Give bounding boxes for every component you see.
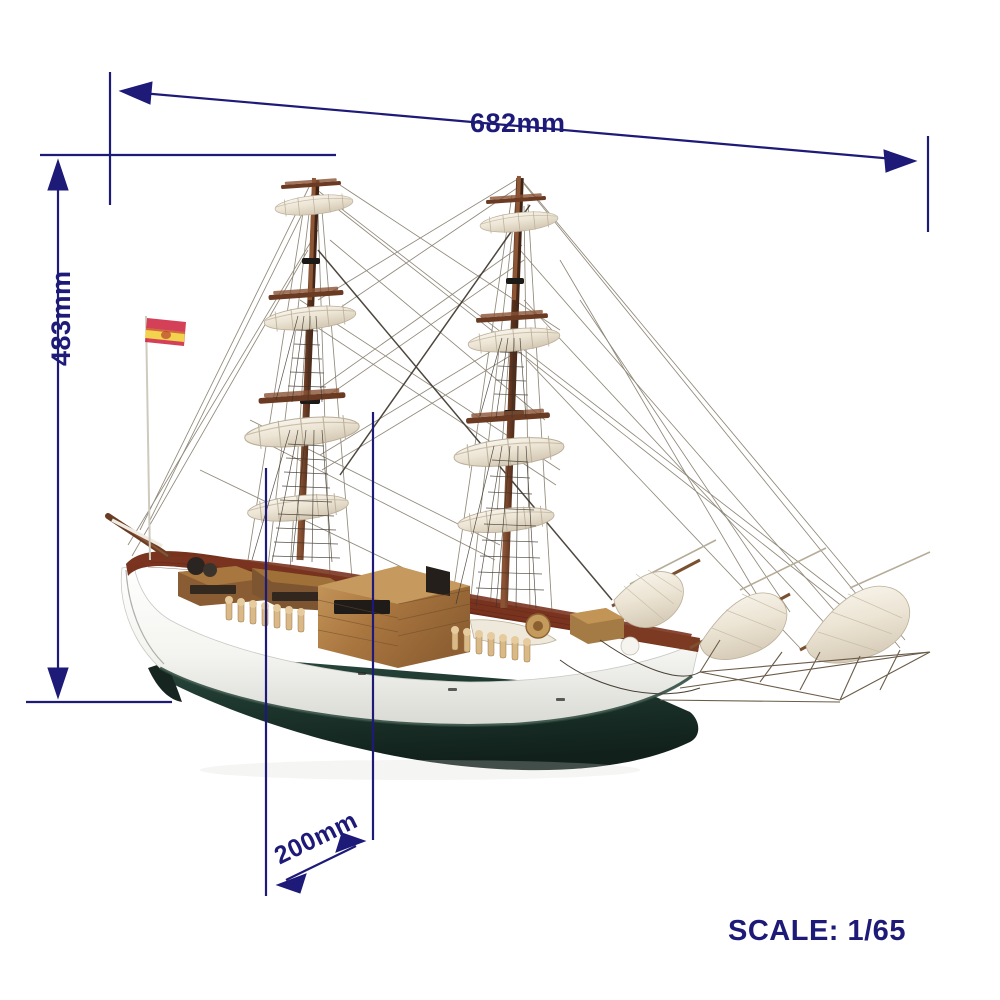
rigging-main-stay [317, 204, 613, 601]
width-arrow-right [883, 149, 918, 173]
stern-ropes [559, 639, 701, 695]
mizzen-sail [613, 571, 684, 628]
mainmast-ratlines [455, 337, 545, 609]
stern-rigging-net [659, 639, 931, 703]
jib-sail-1 [699, 592, 788, 660]
deckhouse-window [334, 600, 390, 614]
height-dimension-label: 483mm [46, 270, 76, 366]
depth-arrow-left [275, 873, 307, 894]
bow-stem [125, 569, 165, 665]
bow-windlass-drum [203, 563, 217, 577]
width-arrow-left [118, 81, 153, 105]
flag-staff [145, 315, 151, 561]
deckhouse-planks [317, 589, 471, 647]
bow-windlass [187, 557, 205, 575]
stern-sails [559, 539, 931, 703]
stern-rail [600, 620, 700, 652]
rope-coil-center [533, 621, 543, 631]
stern-crate-top [570, 608, 624, 624]
depth-arrow-right [335, 832, 367, 853]
scale-label: SCALE: 1/65 [728, 915, 906, 947]
spanish-flag [145, 318, 186, 346]
height-arrow-bottom [47, 667, 69, 700]
forward-hatch-window [190, 585, 236, 594]
width-dimension-line [129, 90, 907, 162]
mid-hatch-window [272, 592, 322, 601]
foremast-band-1 [302, 258, 320, 264]
jibboom [111, 518, 163, 548]
depth-dimension-line [285, 845, 357, 881]
deck-fittings [178, 557, 640, 668]
foremast-assembly [242, 177, 362, 563]
jib-sail-2 [805, 585, 911, 664]
stern-sail-seams [623, 569, 903, 653]
belaying-pins [225, 596, 531, 663]
waterline-stripe [159, 666, 693, 727]
height-arrow-top [47, 158, 69, 191]
hull-ports [358, 672, 565, 701]
mainmast-assembly [452, 175, 566, 609]
hull-stern-post [148, 662, 182, 702]
bowsprit-assembly [105, 315, 186, 561]
hull-shadow [200, 760, 640, 780]
stern-sphere [620, 636, 640, 656]
foremast-ratlines [251, 315, 341, 563]
deckhouse-chimney [426, 566, 450, 596]
width-dimension-label: 682mm [470, 108, 566, 138]
mainmast-band-1 [506, 278, 524, 284]
rigging-stays [127, 177, 906, 649]
